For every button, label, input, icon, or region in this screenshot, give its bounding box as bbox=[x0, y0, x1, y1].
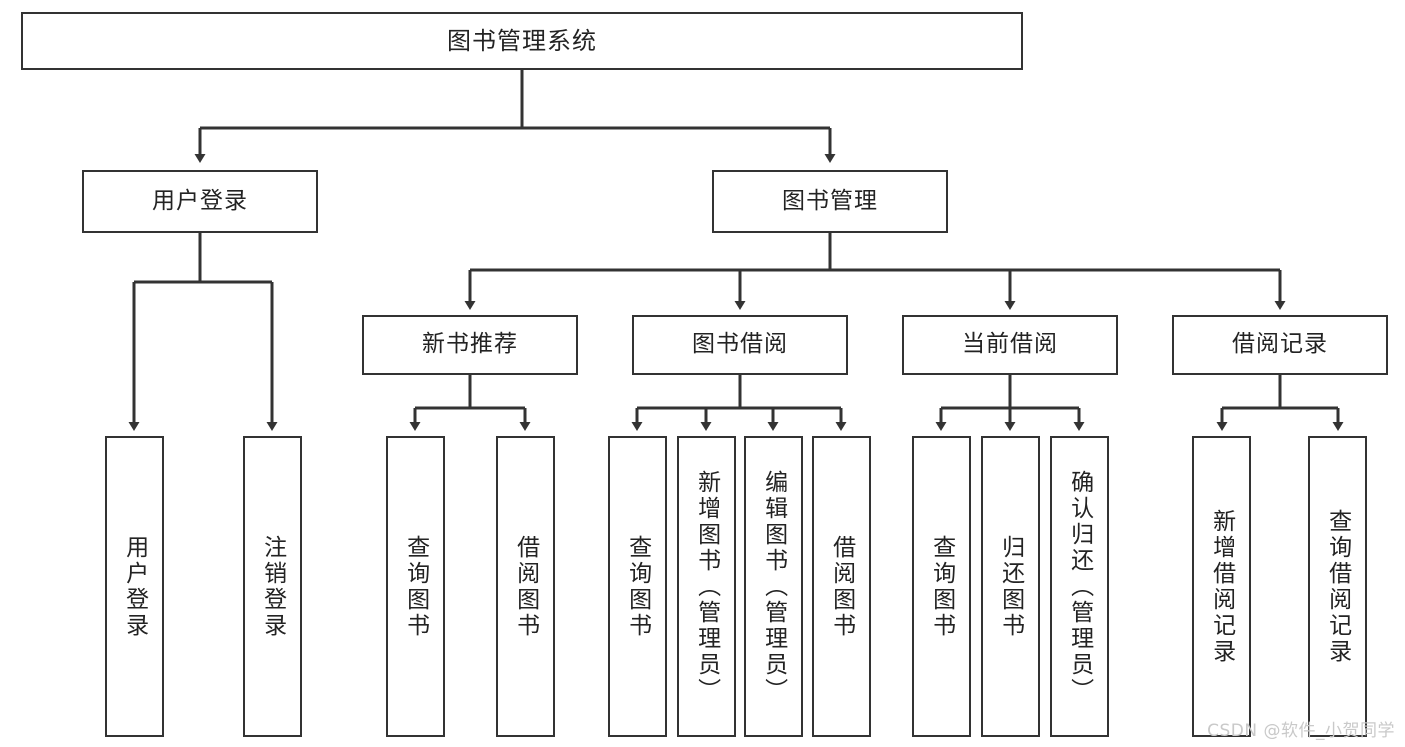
node-new-book-recommend[interactable]: 新书推荐 bbox=[362, 315, 578, 375]
node-book-borrow[interactable]: 图书借阅 bbox=[632, 315, 848, 375]
node-leaf-borrow-book-2-label: 借阅图书 bbox=[828, 534, 855, 639]
node-leaf-query-borrow-record-label: 查询借阅记录 bbox=[1324, 508, 1351, 665]
node-leaf-query-borrow-record[interactable]: 查询借阅记录 bbox=[1308, 436, 1367, 737]
node-current-borrow-label: 当前借阅 bbox=[962, 331, 1058, 358]
node-root[interactable]: 图书管理系统 bbox=[21, 12, 1023, 70]
node-leaf-borrow-book-1[interactable]: 借阅图书 bbox=[496, 436, 555, 737]
node-leaf-query-book-3-label: 查询图书 bbox=[928, 534, 955, 639]
node-book-manage[interactable]: 图书管理 bbox=[712, 170, 948, 233]
node-leaf-add-borrow-record-label: 新增借阅记录 bbox=[1208, 508, 1235, 665]
node-root-label: 图书管理系统 bbox=[447, 26, 597, 55]
node-leaf-add-borrow-record[interactable]: 新增借阅记录 bbox=[1192, 436, 1251, 737]
node-book-manage-label: 图书管理 bbox=[782, 187, 878, 214]
node-leaf-edit-book-label: 编辑图书（管理员） bbox=[760, 469, 787, 704]
node-leaf-user-login[interactable]: 用户登录 bbox=[105, 436, 164, 737]
node-leaf-borrow-book-2[interactable]: 借阅图书 bbox=[812, 436, 871, 737]
node-leaf-query-book-1-label: 查询图书 bbox=[402, 534, 429, 639]
node-leaf-add-book-label: 新增图书（管理员） bbox=[693, 469, 720, 704]
node-leaf-query-book-2-label: 查询图书 bbox=[624, 534, 651, 639]
node-leaf-user-login-label: 用户登录 bbox=[121, 534, 148, 639]
node-leaf-add-book[interactable]: 新增图书（管理员） bbox=[677, 436, 736, 737]
node-leaf-edit-book[interactable]: 编辑图书（管理员） bbox=[744, 436, 803, 737]
node-leaf-logout-login-label: 注销登录 bbox=[259, 534, 286, 639]
node-leaf-query-book-2[interactable]: 查询图书 bbox=[608, 436, 667, 737]
node-leaf-borrow-book-1-label: 借阅图书 bbox=[512, 534, 539, 639]
node-leaf-query-book-3[interactable]: 查询图书 bbox=[912, 436, 971, 737]
node-leaf-query-book-1[interactable]: 查询图书 bbox=[386, 436, 445, 737]
node-user-login[interactable]: 用户登录 bbox=[82, 170, 318, 233]
node-user-login-label: 用户登录 bbox=[152, 187, 248, 214]
node-leaf-return-book-label: 归还图书 bbox=[997, 534, 1024, 639]
node-leaf-return-book[interactable]: 归还图书 bbox=[981, 436, 1040, 737]
node-book-borrow-label: 图书借阅 bbox=[692, 331, 788, 358]
node-leaf-confirm-return-label: 确认归还（管理员） bbox=[1066, 469, 1093, 704]
node-borrow-record[interactable]: 借阅记录 bbox=[1172, 315, 1388, 375]
node-new-book-recommend-label: 新书推荐 bbox=[422, 331, 518, 358]
node-leaf-confirm-return[interactable]: 确认归还（管理员） bbox=[1050, 436, 1109, 737]
node-leaf-logout-login[interactable]: 注销登录 bbox=[243, 436, 302, 737]
node-borrow-record-label: 借阅记录 bbox=[1232, 331, 1328, 358]
node-current-borrow[interactable]: 当前借阅 bbox=[902, 315, 1118, 375]
csdn-watermark: CSDN @软件_小贺同学 bbox=[1207, 721, 1395, 741]
